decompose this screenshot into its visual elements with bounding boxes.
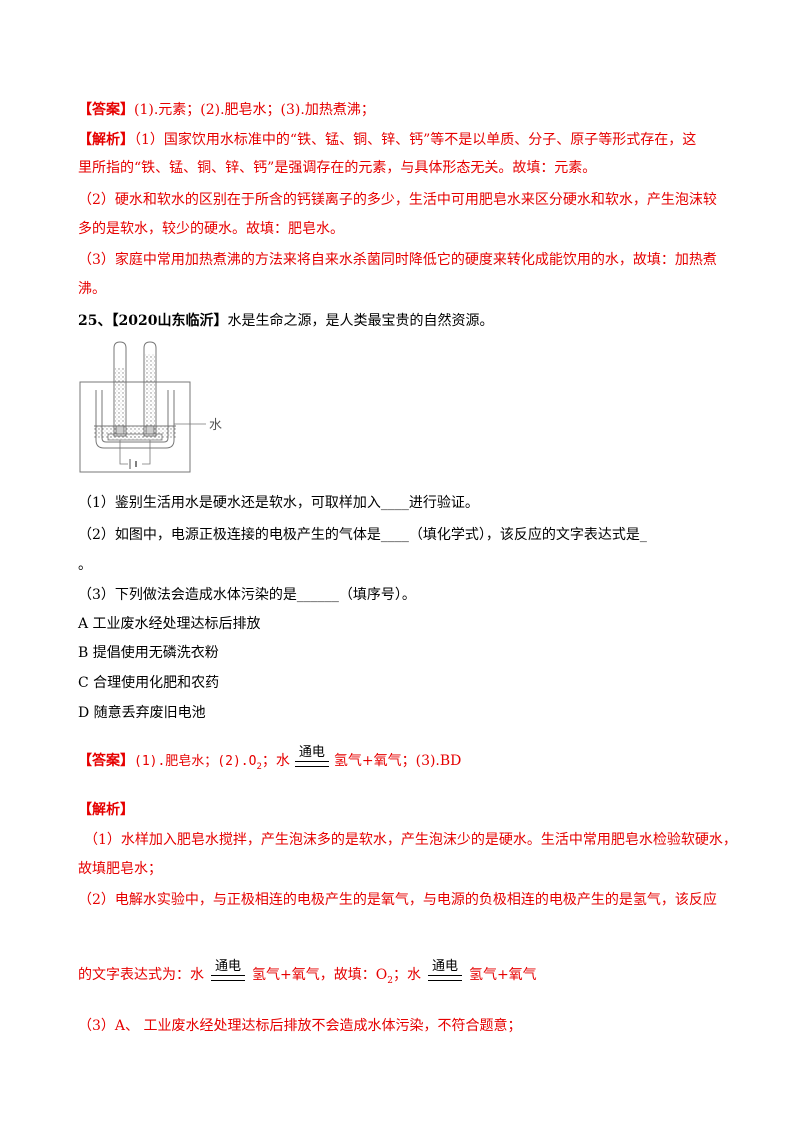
electrolysis-apparatus-figure: 水 <box>79 341 222 473</box>
condition-text: 通电 <box>214 959 242 974</box>
q25-sub3: （3）下列做法会造成水体污染的是______（填序号）。 <box>78 587 416 603</box>
condition-text: 通电 <box>431 959 458 974</box>
answer-part-1: (1).肥皂水；(2).O <box>134 754 257 769</box>
option-b: B 提倡使用无磷洗衣粉 <box>78 645 219 661</box>
question-stem: 水是生命之源，是人类最宝贵的自然资源。 <box>227 313 494 329</box>
answer-part-2: ；水 <box>261 753 290 769</box>
analysis-tag: 【解析】 <box>78 132 134 148</box>
condition-text: 通电 <box>298 745 325 760</box>
q25-sub2-end: 。 <box>78 557 92 573</box>
answer-subscript: 2 <box>256 761 262 772</box>
equation-part-d: 氢气+氧气 <box>468 967 537 983</box>
q24-analysis-line-4: 多的是软水，较少的硬水。故填：肥皂水。 <box>78 221 344 237</box>
left-tube <box>113 341 127 437</box>
q24-analysis-line-5: （3）家庭中常用加热煮沸的方法来将自来水杀菌同时降低它的硬度来转化成能饮用的水，… <box>78 252 717 268</box>
q24-analysis-line-3: （2）硬水和软水的区别在于所含的钙镁离子的多少，生活中可用肥皂水来区分硬水和软水… <box>78 192 717 208</box>
q25-analysis-line-1: （1）水样加入肥皂水搅拌，产生泡沫多的是软水，产生泡沫少的是硬水。生活中常用肥皂… <box>84 832 737 848</box>
option-d: D 随意丢弃废旧电池 <box>78 705 206 721</box>
option-a: A 工业废水经处理达标后排放 <box>78 616 261 632</box>
right-tube <box>143 341 157 437</box>
answer-tag: 【答案】 <box>78 102 134 118</box>
q24-analysis-line-1: 【解析】（1）国家饮用水标准中的“铁、锰、铜、锌、钙”等不是以单质、分子、原子等… <box>78 130 730 150</box>
q25-analysis-line-5: （3）A、 工业废水经处理达标后排放不会造成水体污染，不符合题意； <box>78 1018 522 1034</box>
analysis-text: （1）国家饮用水标准中的“铁、锰、铜、锌、钙”等不是以单质、分子、原子等形式存在… <box>134 132 697 148</box>
equation-part-b: 氢气+氧气，故填：O <box>252 967 388 983</box>
q24-analysis-line-2: 里所指的“铁、锰、铜、锌、钙”是强调存在的元素，与具体形态无关。故填：元素。 <box>78 160 597 176</box>
q25-sub1: （1）鉴别生活用水是硬水还是软水，可取样加入____进行验证。 <box>78 495 479 511</box>
q25-sub2: （2）如图中，电源正极连接的电极产生的气体是____（填化学式），该反应的文字表… <box>78 527 647 543</box>
q25-analysis-equation: 的文字表达式为：水通电氢气+氧气，故填：O2；水通电氢气+氧气 <box>78 959 730 991</box>
equation-subscript: 2 <box>387 975 393 986</box>
answer-part-3: 氢气+氧气；(3).BD <box>333 753 462 769</box>
q25-stem: 25、【2020山东临沂】水是生命之源，是人类最宝贵的自然资源。 <box>78 311 730 331</box>
answer-text: (1).元素；(2).肥皂水；(3).加热煮沸； <box>134 102 375 118</box>
q25-analysis-tag: 【解析】 <box>78 802 134 818</box>
q25-analysis-line-2: 故填肥皂水； <box>78 861 162 877</box>
q25-analysis-line-3: （2）电解水实验中，与正极相连的电极产生的是氧气，与电源的负极相连的电极产生的是… <box>78 892 717 908</box>
q24-answer: 【答案】(1).元素；(2).肥皂水；(3).加热煮沸； <box>78 100 730 120</box>
q24-analysis-line-6: 沸。 <box>78 281 106 297</box>
equation-part-c: ；水 <box>392 967 421 983</box>
question-number: 25、 <box>78 313 112 329</box>
water-label: 水 <box>209 418 222 433</box>
answer-tag: 【答案】 <box>78 753 134 769</box>
question-source: 【2020山东临沂】 <box>111 313 228 329</box>
trough <box>79 381 191 473</box>
option-c: C 合理使用化肥和农药 <box>78 675 220 691</box>
equation-part-a: 的文字表达式为：水 <box>78 967 204 983</box>
q25-answer: 【答案】(1).肥皂水；(2).O2；水通电氢气+氧气；(3).BD <box>78 745 730 777</box>
